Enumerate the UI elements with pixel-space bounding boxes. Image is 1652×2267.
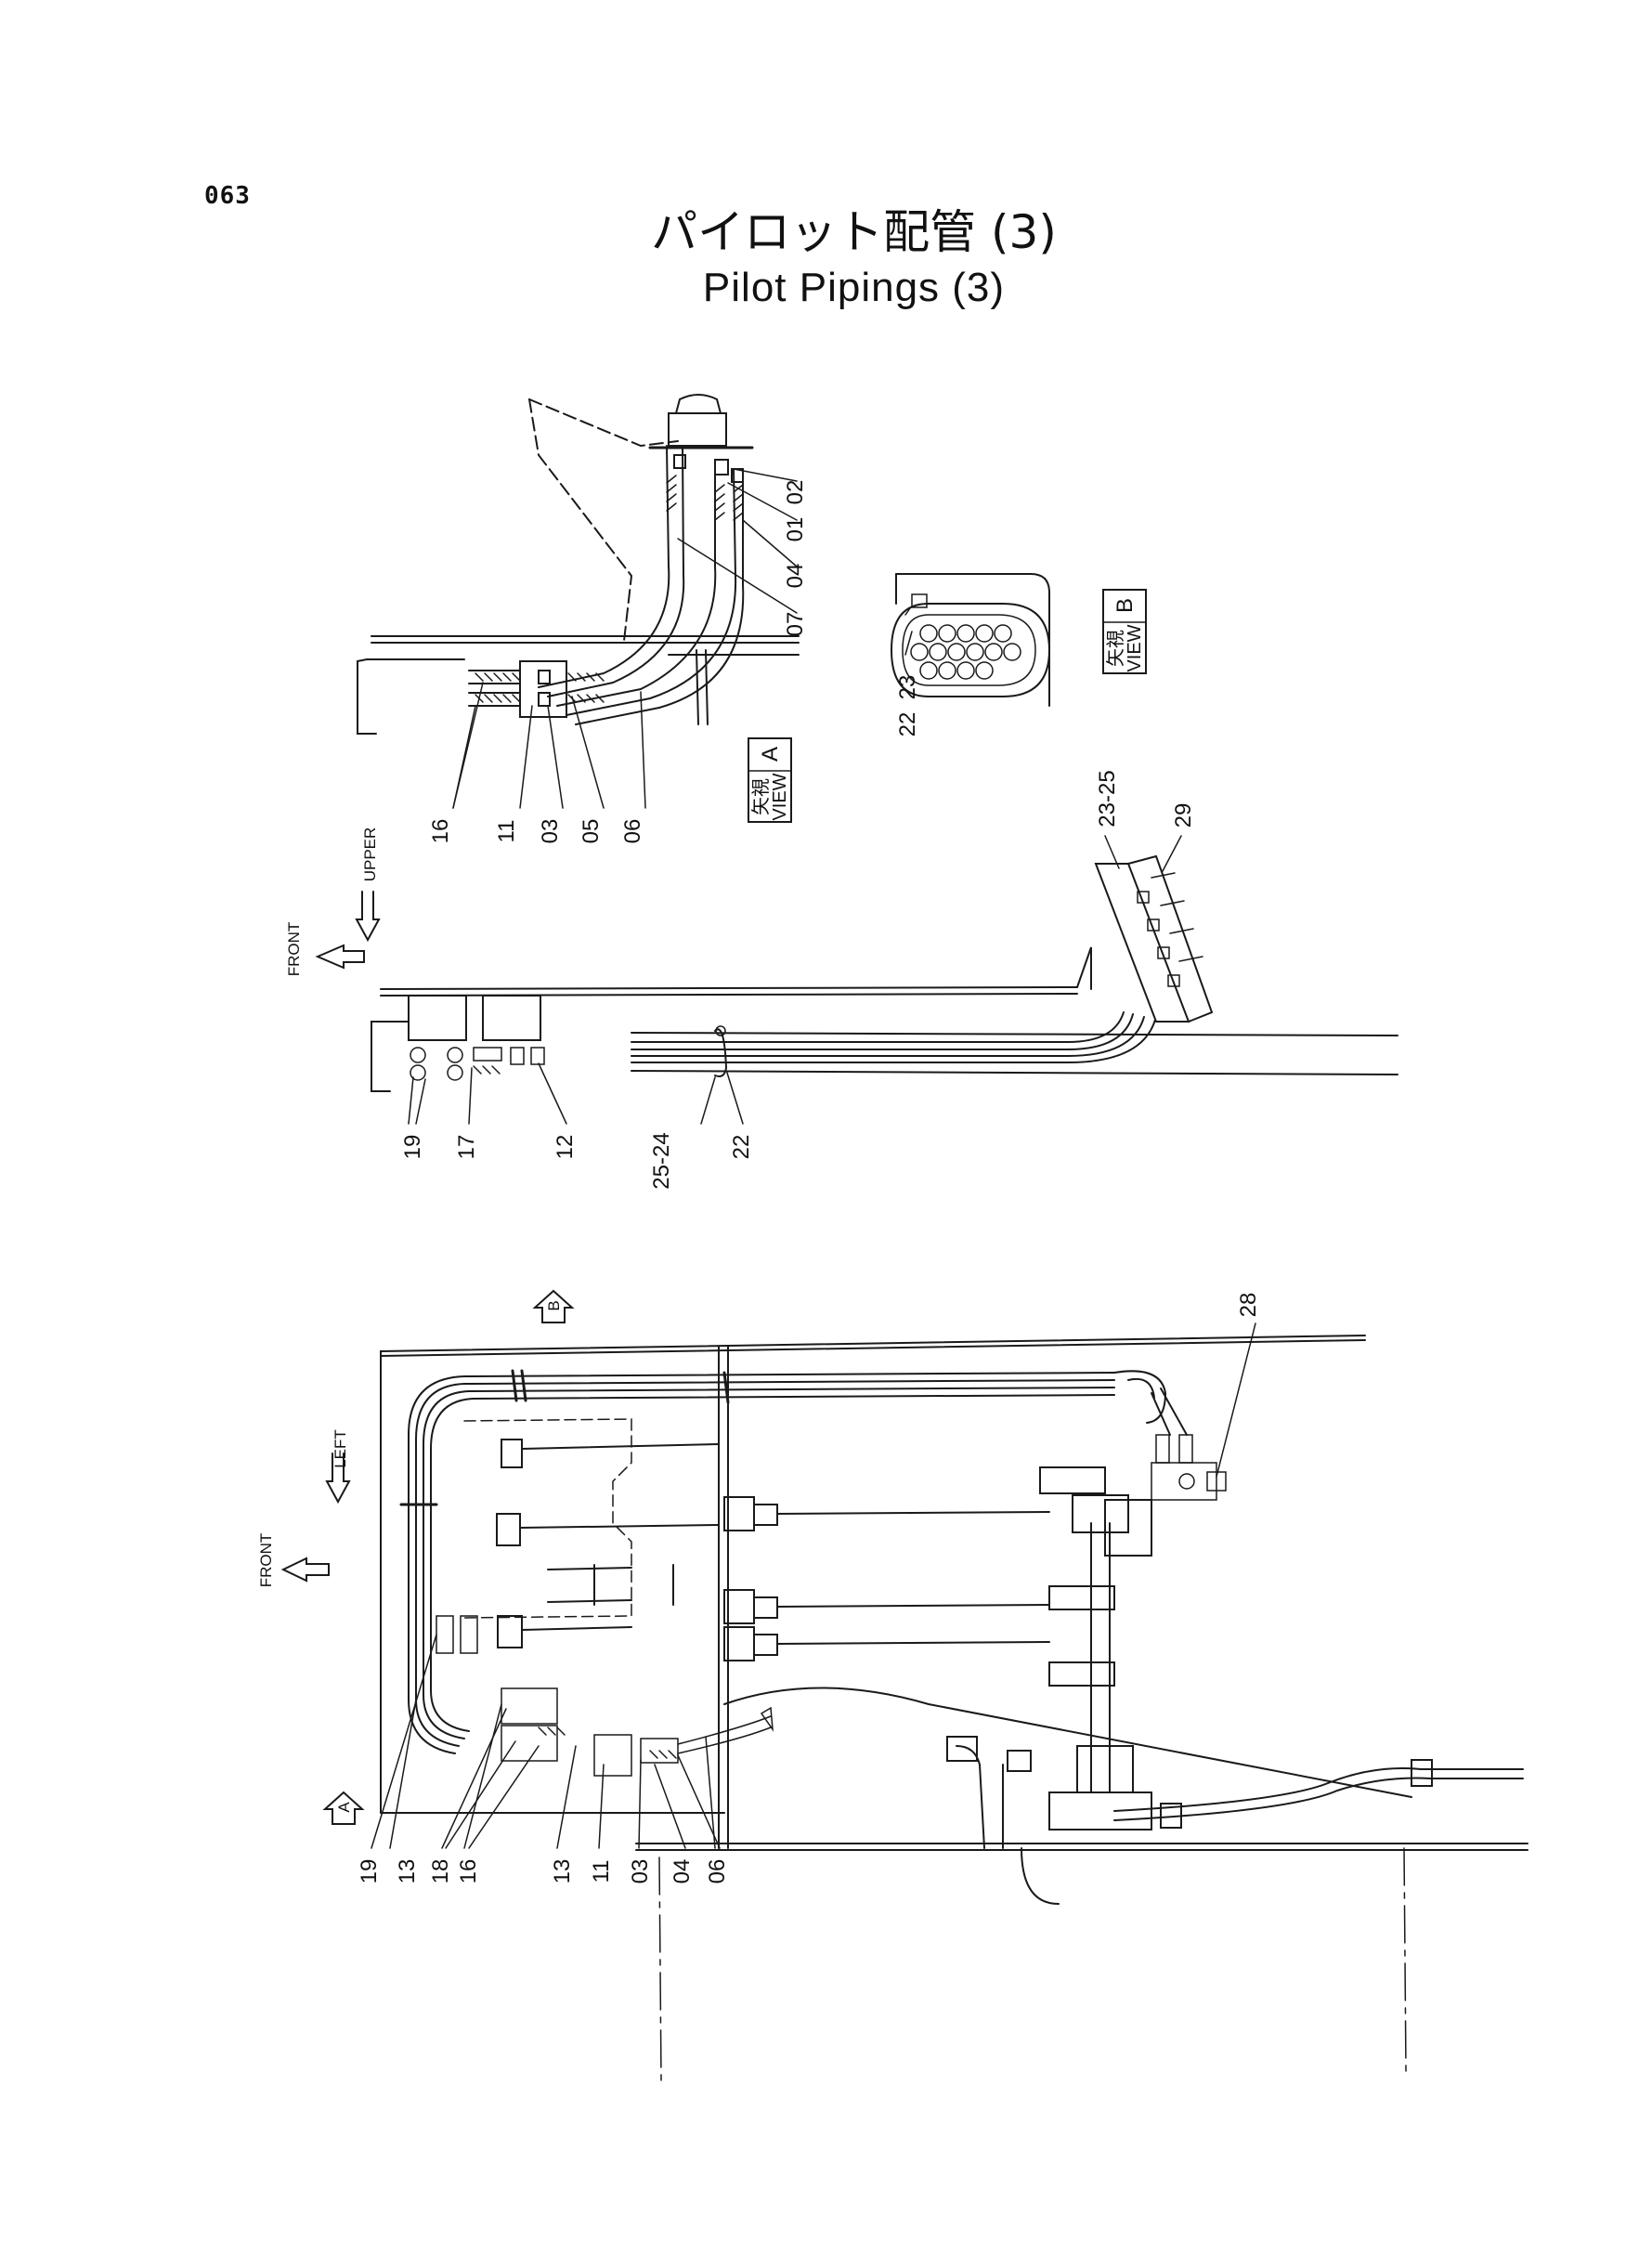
view-a-letter: A xyxy=(758,747,783,762)
view-b-letter: B xyxy=(1112,598,1138,613)
callout-17: 17 xyxy=(454,1135,479,1160)
side-view xyxy=(371,835,1398,1125)
callout-13-plan-a: 13 xyxy=(395,1859,420,1884)
callout-16-plan: 16 xyxy=(456,1859,481,1884)
callout-05: 05 xyxy=(579,819,604,844)
callout-29: 29 xyxy=(1171,803,1196,828)
title-block: パイロット配管 (3) Pilot Pipings (3) xyxy=(0,202,1652,314)
callout-07: 07 xyxy=(783,612,808,637)
callout-02: 02 xyxy=(783,480,808,505)
direction-left: LEFT xyxy=(332,1429,349,1468)
view-a-label: 矢視 VIEW A xyxy=(748,737,792,823)
view-a-detail xyxy=(357,394,800,809)
callout-11: 11 xyxy=(494,820,519,843)
plan-view xyxy=(371,1322,1528,2081)
callout-23-view-b: 23 xyxy=(895,675,920,700)
view-b-label: 矢視 VIEW B xyxy=(1102,589,1147,674)
callout-19-side: 19 xyxy=(400,1135,425,1160)
marker-b-letter: B xyxy=(545,1300,563,1310)
callout-06-plan: 06 xyxy=(705,1859,730,1884)
callout-03-plan: 03 xyxy=(628,1859,653,1884)
direction-upper: UPPER xyxy=(361,827,379,882)
callout-03: 03 xyxy=(538,819,563,844)
callout-04-plan: 04 xyxy=(670,1859,695,1884)
callout-01: 01 xyxy=(783,517,808,542)
title-english: Pilot Pipings (3) xyxy=(702,265,1006,310)
callout-13-plan-b: 13 xyxy=(550,1859,575,1884)
callout-28: 28 xyxy=(1236,1293,1261,1318)
marker-a: A xyxy=(322,1791,365,1825)
callout-22-side: 22 xyxy=(729,1135,754,1160)
callout-04: 04 xyxy=(783,564,808,589)
view-a-label-en: VIEW xyxy=(770,773,790,820)
marker-b: B xyxy=(532,1289,575,1323)
callout-23-25: 23-25 xyxy=(1095,770,1120,827)
view-b-label-jp: 矢視 xyxy=(1105,630,1126,667)
callout-16: 16 xyxy=(428,819,453,844)
page-number: 063 xyxy=(204,182,251,210)
direction-front-side: FRONT xyxy=(285,922,303,977)
title-japanese: パイロット配管 (3) xyxy=(651,205,1057,259)
callout-06: 06 xyxy=(620,819,645,844)
direction-indicator-side xyxy=(315,891,381,970)
view-a-label-jp: 矢視 xyxy=(750,778,772,815)
view-b-label-en: VIEW xyxy=(1125,624,1145,671)
callout-18: 18 xyxy=(428,1859,453,1884)
callout-22-view-b: 22 xyxy=(895,712,920,737)
marker-a-letter: A xyxy=(335,1802,353,1813)
callout-19-plan: 19 xyxy=(357,1859,382,1884)
direction-indicator-plan xyxy=(280,1453,351,1583)
callout-12: 12 xyxy=(553,1135,578,1160)
direction-front-plan: FRONT xyxy=(257,1533,275,1588)
callout-11-plan: 11 xyxy=(589,1860,614,1883)
view-b-detail xyxy=(890,573,1051,707)
callout-25-24: 25-24 xyxy=(649,1132,674,1189)
